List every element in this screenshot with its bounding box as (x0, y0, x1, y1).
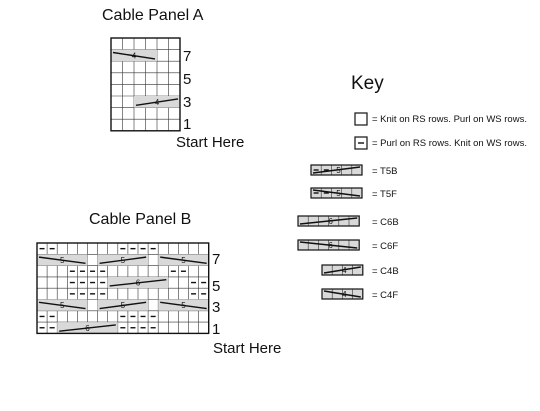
key-symbol-C6F-line (299, 241, 358, 249)
panel-b-row-7: 7 (212, 251, 221, 268)
panel-b-cable-4-number: 5 (60, 301, 65, 310)
panel-b-cable-5-number: 5 (121, 301, 126, 310)
panel-b-cable-3-number: 6 (136, 279, 141, 288)
panel-b-cable-3-line (109, 279, 167, 287)
panel-b-cable-7-line (59, 324, 116, 332)
panel-a-start-label: Start Here (176, 134, 245, 151)
panel-b-cable-4-line (38, 301, 86, 310)
key-symbol-T5B-frame (310, 164, 363, 176)
key-label-t5b: = T5B (372, 166, 398, 177)
panel-a-cable-0-line (112, 51, 156, 60)
key-label-c4f: = C4F (372, 290, 399, 301)
key-symbol-T5F-number: 5 (336, 189, 341, 198)
panel-a-row-5: 5 (183, 71, 192, 88)
key-symbol-C4F-line (323, 290, 361, 298)
panel-b-cable-1-line (99, 256, 147, 265)
key-symbol-C6B-frame (297, 215, 360, 227)
key-symbol-C4F-frame (321, 288, 364, 300)
key-label-purl: = Purl on RS rows. Knit on WS rows. (372, 138, 527, 149)
key-label-c6f: = C6F (372, 241, 399, 252)
key-symbol-T5F-frame (310, 187, 363, 199)
key-symbol-T5F-line (312, 189, 361, 197)
panel-b-cable-7-number: 6 (85, 324, 90, 333)
panel-a-row-7: 7 (183, 48, 192, 65)
key-symbol-C6B-number: 6 (328, 217, 333, 226)
panel-b-cable-5-line (99, 301, 147, 310)
panel-b-frame (36, 242, 210, 335)
key-symbol-T5B-number: 5 (336, 166, 341, 175)
key-label-c6b: = C6B (372, 217, 399, 228)
panel-b-cable-0-number: 5 (60, 256, 65, 265)
key-label-c4b: = C4B (372, 266, 399, 277)
panel-b-cable-6-number: 5 (181, 301, 186, 310)
panel-a-row-3: 3 (183, 94, 192, 111)
panel-b-row-1: 1 (212, 321, 221, 338)
key-label-knit: = Knit on RS rows. Purl on WS rows. (372, 114, 527, 125)
key-symbol-C4B-number: 4 (342, 266, 347, 275)
panel-a-cable-1-line (135, 98, 179, 106)
key-symbol-T5B-line (312, 166, 361, 174)
key-symbol-C6F-frame (297, 239, 360, 251)
panel-a-title: Cable Panel A (102, 7, 204, 24)
key-symbol-knit (354, 112, 368, 126)
panel-b-row-5: 5 (212, 278, 221, 295)
key-symbol-C4B-frame (321, 264, 364, 276)
panel-b-cable-0-line (38, 256, 86, 265)
key-label-t5f: = T5F (372, 189, 397, 200)
key-symbol-C4B-line (323, 266, 361, 274)
key-symbol-C6B-line (299, 217, 358, 225)
panel-b-cable-2-line (160, 256, 207, 265)
panel-b-cable-1-number: 5 (121, 256, 126, 265)
panel-a-frame (110, 37, 181, 132)
panel-b-start-label: Start Here (213, 340, 282, 357)
panel-a-row-1: 1 (183, 116, 192, 133)
panel-b-cable-2-number: 5 (181, 256, 186, 265)
panel-b-cable-6-line (160, 301, 207, 310)
key-symbol-C4F-number: 4 (342, 290, 347, 299)
panel-a-cable-1-number: 4 (155, 98, 160, 107)
panel-b-row-3: 3 (212, 299, 221, 316)
panel-a-cable-0-number: 4 (132, 51, 137, 60)
key-symbol-C6F-number: 6 (328, 241, 333, 250)
key-title: Key (351, 73, 384, 94)
panel-b-title: Cable Panel B (89, 211, 192, 228)
